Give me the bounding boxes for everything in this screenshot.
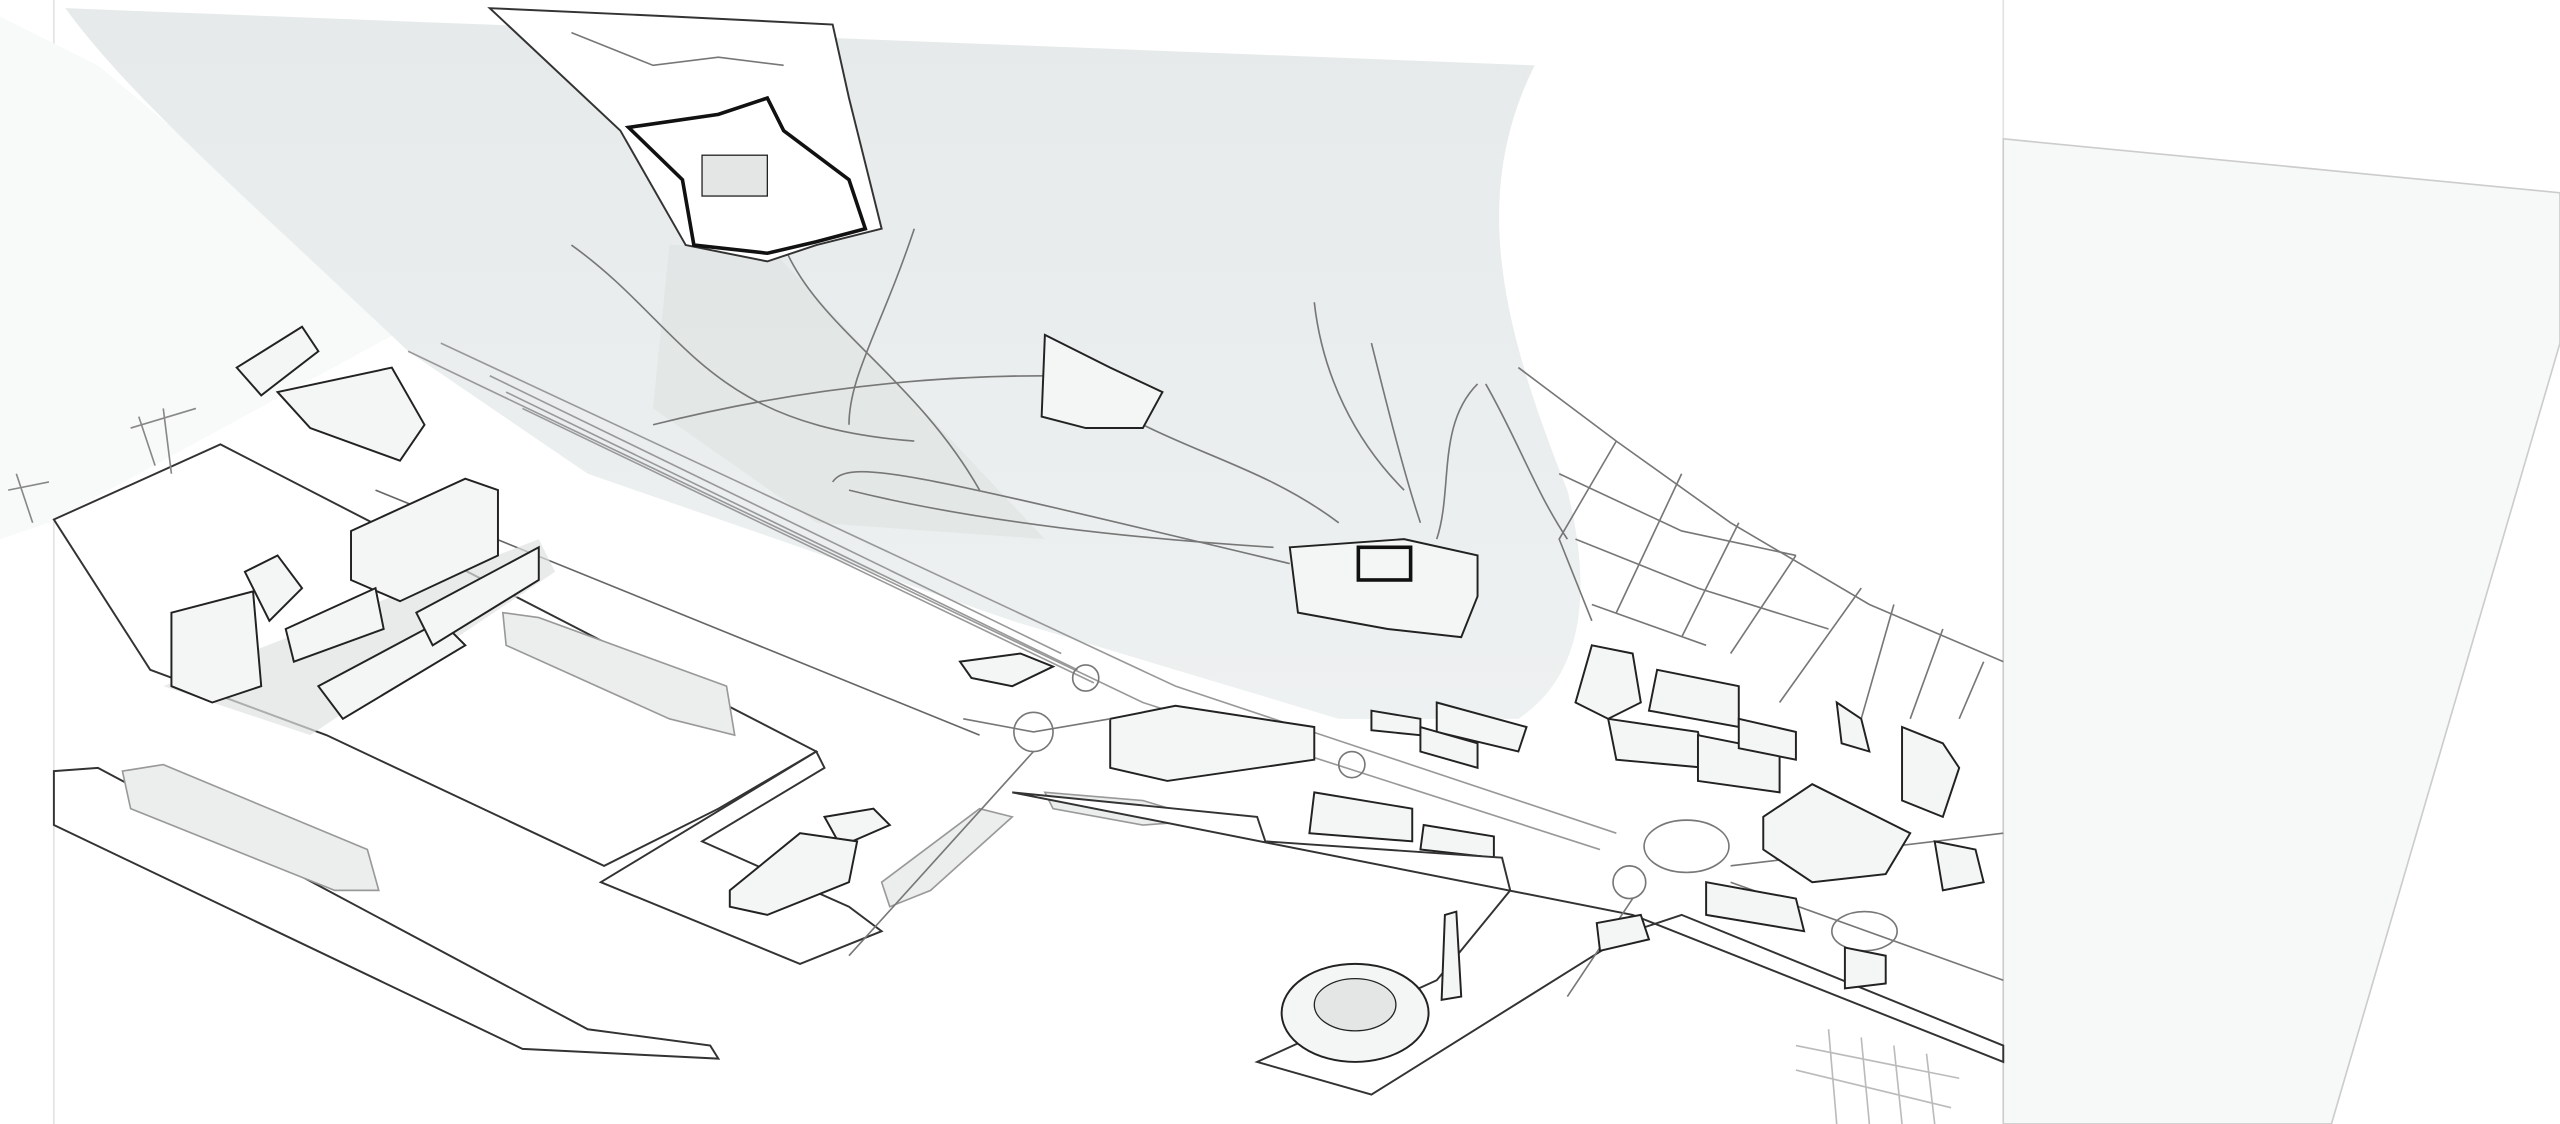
town-grid — [1517, 366, 2004, 720]
left-sea-plane — [0, 16, 409, 540]
cranes — [8, 407, 197, 524]
harbor-quay-south — [1012, 791, 2005, 1096]
hill-shadow-wedge — [653, 245, 1045, 540]
hilltop-pavilion — [1040, 333, 1164, 430]
railway-corridor — [375, 342, 1617, 851]
town-buildings — [1370, 644, 1985, 990]
marina-piers — [1795, 1029, 1960, 1124]
lighthouse-and-rotunda — [1280, 910, 1463, 1063]
industrial-buildings — [163, 325, 556, 736]
hill-paths — [570, 228, 1569, 565]
right-sea-plane — [2002, 137, 2560, 1124]
cruise-ship-3 — [880, 807, 1014, 908]
cruise-ship-1 — [501, 611, 736, 737]
dock-sheds — [728, 652, 1495, 916]
hillside-complex — [1288, 538, 1479, 639]
cruise-ship-2 — [121, 763, 380, 892]
fortress — [487, 7, 883, 263]
